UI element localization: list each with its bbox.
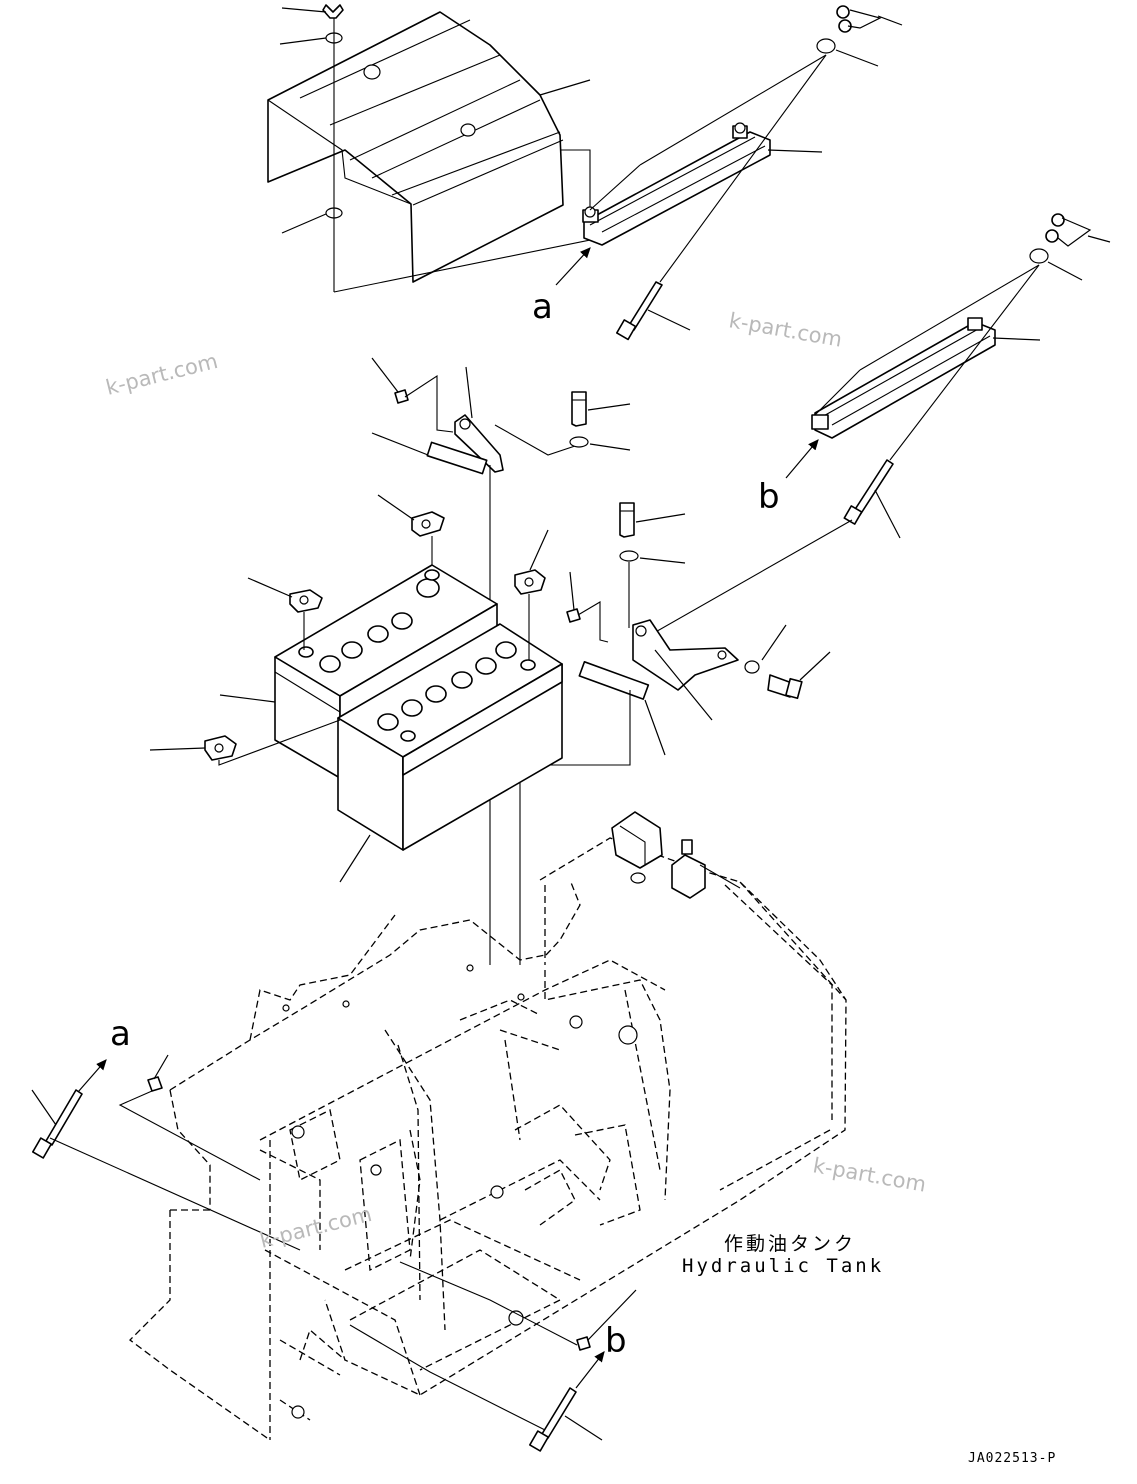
hook-bolt-b-to-bracket: [644, 519, 853, 639]
watermark: k-part.com: [727, 308, 844, 351]
rubber-pad-right: [578, 660, 650, 700]
hydraulic-tank: [324, 837, 847, 1396]
tank-nut-upper: [147, 1076, 163, 1092]
bolt-side: [767, 674, 803, 700]
hook-bolt-b: [843, 459, 894, 525]
battery-cover: [267, 11, 564, 283]
tank-label-en: Hydraulic Tank: [682, 1255, 884, 1277]
hook-bolt-a-lower: [32, 1089, 83, 1159]
bolt-upper-leader: [587, 403, 631, 411]
ref-arrow-b-bottom: [575, 1351, 605, 1389]
battery-rear: [274, 564, 498, 779]
machine-frame: [129, 914, 671, 1441]
bar-b-leaders: [814, 217, 1111, 461]
washer-upper-leader: [589, 443, 631, 451]
washer-lower-right: [619, 550, 639, 562]
watermark: k-part.com: [811, 1153, 928, 1196]
watermark: k-part.com: [257, 1202, 374, 1253]
battery-bracket-right: [632, 619, 739, 691]
tank-nut-upper-leader: [153, 1054, 169, 1080]
battery-bracket-left: [454, 414, 504, 473]
nuts-bar-a: [836, 5, 852, 33]
nuts-bar-b: [1045, 213, 1065, 243]
hold-down-bar-b: [811, 317, 996, 439]
tank-sensor: [671, 839, 741, 899]
hold-down-bar-a: [582, 122, 771, 246]
rubber-pad-left: [426, 441, 488, 475]
ref-arrow-a-bottom: [77, 1059, 107, 1093]
drawing-code: JA022513-P: [968, 1451, 1056, 1466]
ref-arrow-b-mid: [785, 439, 819, 479]
small-bolt-right: [566, 608, 581, 623]
cover-leaders: [279, 7, 591, 293]
ref-label-b-bottom: b: [605, 1321, 627, 1361]
ref-label-a-top: a: [532, 287, 553, 327]
hook-bolt-b-leader: [874, 489, 901, 539]
tank-nut-lower-line: [399, 1261, 578, 1346]
hook-bolt-b-lower-leader: [564, 1415, 603, 1441]
hook-bolt-a-leader: [647, 309, 691, 331]
washer-bar-b: [1029, 248, 1049, 264]
tank-label-jp: 作動油タンク: [724, 1233, 856, 1255]
tank-nut-lower-leader: [587, 1289, 637, 1341]
hook-bolt-b-lower-line: [349, 1324, 546, 1431]
tank-breather: [611, 811, 663, 884]
small-bolt-left: [394, 389, 409, 404]
battery-terminal-2: [289, 589, 323, 613]
bolt-upper: [571, 391, 587, 427]
bolt-lower-leader: [635, 513, 686, 523]
bracket-right-leaders: [519, 571, 831, 965]
washer-upper: [569, 436, 589, 448]
battery-terminal-3: [514, 569, 546, 595]
tank-nut-upper-line: [118, 1090, 261, 1181]
bar-a-leaders: [589, 9, 903, 283]
battery-leaders: [149, 494, 549, 883]
battery-front: [337, 623, 563, 851]
hook-bolt-a-lower-leader: [31, 1089, 57, 1126]
bolt-lower: [619, 502, 635, 538]
hook-bolt-a-lower-line: [49, 1137, 301, 1251]
tank-nut-lower: [576, 1336, 591, 1351]
battery-terminal-4: [204, 735, 237, 761]
watermark: k-part.com: [103, 349, 220, 400]
hook-bolt-a: [616, 281, 663, 341]
ref-label-a-bottom: a: [110, 1014, 131, 1054]
washer-side: [744, 660, 760, 674]
ref-arrow-a-top: [555, 247, 591, 286]
ref-label-b-mid: b: [758, 477, 780, 517]
battery-terminal-1: [411, 511, 445, 537]
washer-bar-a: [816, 38, 836, 54]
hook-bolt-b-lower: [529, 1387, 577, 1452]
washer-lower-right-leader: [639, 557, 686, 564]
